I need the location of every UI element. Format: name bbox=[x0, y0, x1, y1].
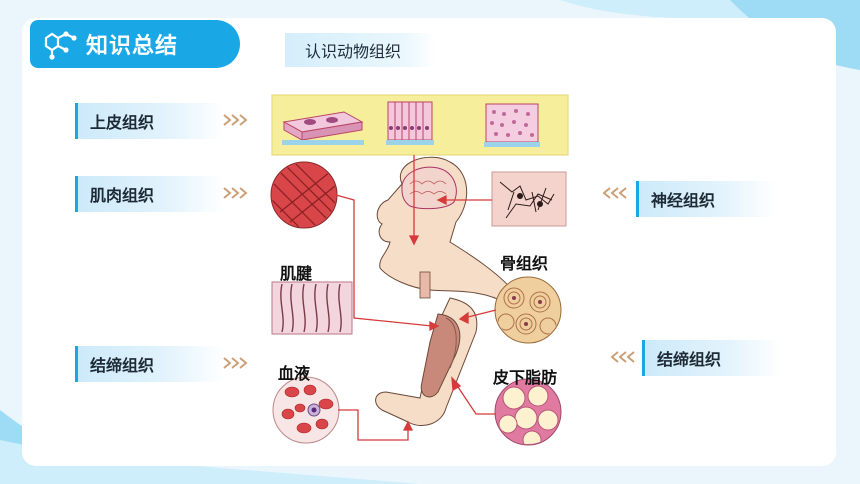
chevron-right-icon bbox=[223, 114, 248, 126]
chevron-right-icon bbox=[223, 187, 248, 199]
fat-tissue-image bbox=[494, 378, 562, 446]
header-title: 知识总结 bbox=[86, 34, 179, 59]
animal-tissue-illustration bbox=[270, 94, 569, 446]
label-text: 上皮组织 bbox=[90, 113, 155, 132]
muscle-tissue-image bbox=[270, 161, 338, 229]
subtitle: 认识动物组织 bbox=[285, 33, 435, 67]
chevron-right-icon bbox=[223, 357, 248, 369]
label-subcutaneous-fat: 皮下脂肪 bbox=[493, 368, 558, 387]
nerve-tissue-image bbox=[491, 171, 567, 227]
tendon-tissue-image bbox=[271, 281, 353, 335]
label-connective-tissue-right: 结缔组织 bbox=[642, 340, 782, 376]
label-connective-tissue-left: 结缔组织 bbox=[75, 346, 225, 382]
chevron-left-icon bbox=[610, 351, 635, 363]
label-tendon: 肌腱 bbox=[280, 264, 313, 283]
label-blood: 血液 bbox=[278, 364, 311, 383]
label-text: 结缔组织 bbox=[90, 356, 155, 375]
label-bone: 骨组织 bbox=[500, 254, 549, 273]
label-nervous-tissue: 神经组织 bbox=[636, 181, 776, 217]
subtitle-text: 认识动物组织 bbox=[305, 42, 402, 61]
label-text: 结缔组织 bbox=[657, 350, 722, 369]
label-text: 神经组织 bbox=[651, 191, 716, 210]
label-muscle-tissue: 肌肉组织 bbox=[75, 176, 225, 212]
label-epithelial-tissue: 上皮组织 bbox=[75, 103, 225, 139]
epithelium-panel bbox=[271, 94, 569, 156]
bone-tissue-image bbox=[494, 276, 562, 344]
molecule-hexagon-icon bbox=[44, 31, 77, 60]
blood-tissue-image bbox=[272, 376, 340, 444]
connector-arrows bbox=[335, 155, 497, 441]
section-header: 知识总结 bbox=[30, 20, 240, 68]
label-text: 肌肉组织 bbox=[90, 186, 155, 205]
chevron-left-icon bbox=[602, 187, 627, 199]
